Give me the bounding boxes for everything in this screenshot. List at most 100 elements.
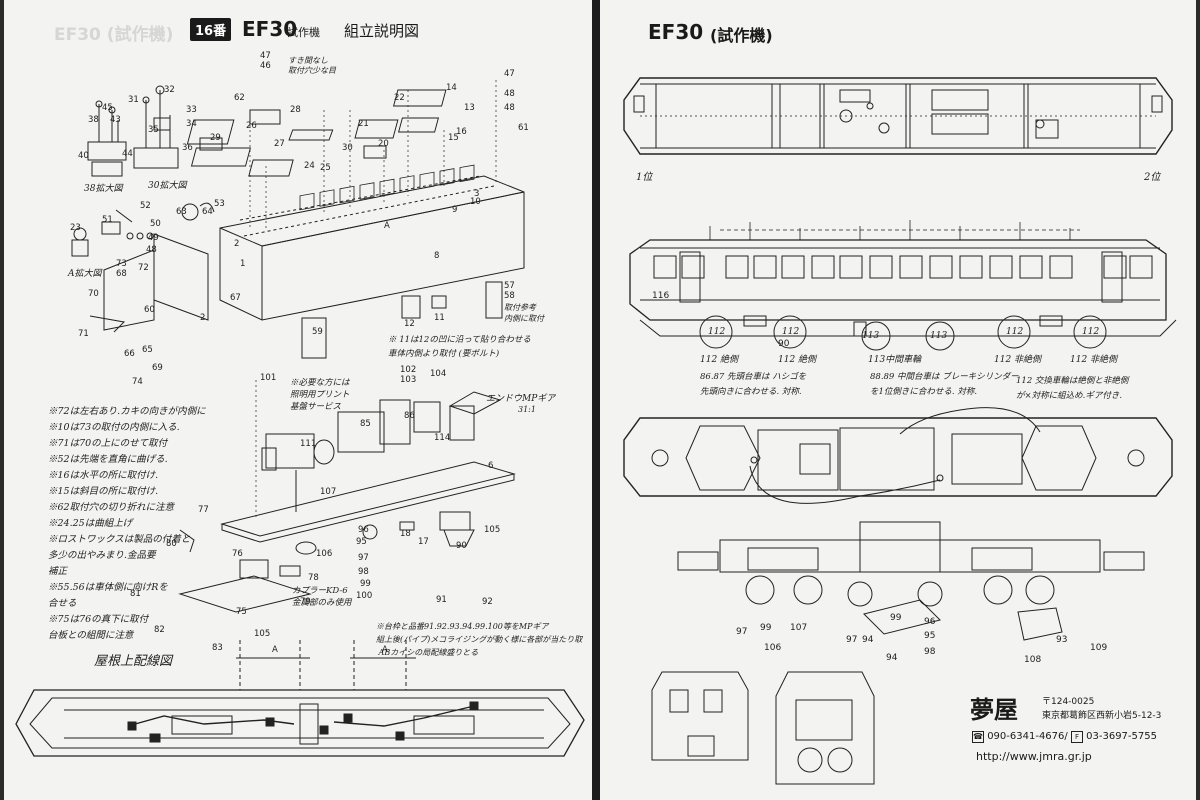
svg-text:13: 13	[464, 103, 475, 113]
truck-caption: 112 非絶側	[1070, 355, 1118, 365]
svg-text:85: 85	[360, 419, 371, 429]
svg-text:3: 3	[474, 189, 479, 199]
svg-text:76: 76	[232, 549, 243, 559]
svg-text:83: 83	[212, 643, 223, 653]
svg-text:105: 105	[254, 629, 270, 639]
svg-text:50: 50	[150, 219, 161, 229]
svg-text:69: 69	[152, 363, 163, 373]
maker-url[interactable]: http://www.jmra.gr.jp	[976, 750, 1092, 763]
svg-text:77: 77	[198, 505, 209, 515]
faint-header-title: EF30 (試作機)	[54, 25, 174, 45]
note-item: ※55.56は車体側に向けRを	[48, 582, 168, 593]
svg-text:48: 48	[504, 89, 515, 99]
phone-number: 090-6341-4676/	[987, 731, 1068, 742]
svg-text:103: 103	[400, 375, 416, 385]
note-item: ※72は左右あり.カキの向きが内側に	[48, 406, 206, 417]
svg-text:29: 29	[210, 133, 221, 143]
svg-text:26: 26	[246, 121, 257, 131]
svg-text:70: 70	[88, 289, 99, 299]
right-instruction-sheet: EF30 (試作機)	[600, 0, 1196, 800]
svg-text:95: 95	[356, 537, 367, 547]
svg-text:102: 102	[400, 365, 416, 375]
svg-text:47: 47	[260, 51, 271, 61]
maker-address: 東京都葛飾区西新小岩5-12-3	[1042, 711, 1162, 721]
svg-text:96: 96	[358, 525, 369, 535]
svg-text:90: 90	[778, 339, 790, 349]
svg-text:23: 23	[70, 223, 81, 233]
svg-text:97: 97	[846, 635, 857, 645]
model-suffix: 試作機	[287, 26, 320, 39]
svg-text:72: 72	[138, 263, 149, 273]
svg-text:101: 101	[260, 373, 276, 383]
wheel-note-middle-truck: 88.89 中間台車は ブレーキシリンダー を1位側きに合わせる. 対称.	[870, 372, 1019, 397]
svg-text:58: 58	[504, 291, 515, 301]
svg-text:2: 2	[200, 313, 205, 323]
note-item: 補正	[48, 566, 68, 577]
svg-text:33: 33	[186, 105, 197, 115]
svg-text:75: 75	[236, 607, 247, 617]
svg-text:46: 46	[260, 61, 271, 71]
truck-label: 113	[930, 331, 948, 341]
svg-text:44: 44	[122, 149, 133, 159]
svg-text:59: 59	[312, 327, 323, 337]
svg-text:108: 108	[1024, 655, 1041, 665]
svg-text:61: 61	[518, 123, 529, 133]
svg-text:52: 52	[140, 201, 151, 211]
svg-text:32: 32	[164, 85, 175, 95]
svg-text:2: 2	[234, 239, 239, 249]
truck-assembly-note: ※台枠と品番91.92.93.94.99.100等をMPギア 組上後(パイプ)メ…	[376, 622, 583, 657]
svg-text:53: 53	[214, 199, 225, 209]
svg-text:65: 65	[142, 345, 153, 355]
svg-text:25: 25	[320, 163, 331, 173]
svg-text:34: 34	[186, 119, 197, 129]
assembly-notes-list: ※72は左右あり.カキの向きが内側に ※10は73の取付の内側に入る. ※71は…	[48, 404, 206, 644]
svg-text:15: 15	[448, 133, 459, 143]
wheel-note-lead-truck: 86.87 先頭台車は ハシゴを 先頭向きに合わせる. 対称.	[700, 372, 807, 397]
svg-text:107: 107	[320, 487, 336, 497]
svg-text:96: 96	[924, 617, 936, 627]
svg-text:9: 9	[452, 205, 457, 215]
fax-number: 03-3697-5755	[1086, 731, 1157, 742]
svg-text:31: 31	[128, 95, 139, 105]
position-2-label: 2位	[1144, 172, 1161, 183]
svg-text:28: 28	[290, 105, 301, 115]
roof-wiring-title: 屋根上配線図	[94, 654, 173, 669]
svg-text:95: 95	[924, 631, 935, 641]
coupler-note: カプラーKD-6 金属部のみ使用	[292, 586, 352, 608]
body-mount-note: 取付参考 内側に取付	[504, 303, 544, 323]
model-name: EF30	[242, 17, 298, 41]
svg-text:66: 66	[124, 349, 135, 359]
svg-text:36: 36	[182, 143, 193, 153]
svg-text:94: 94	[886, 653, 898, 663]
postal-code: 〒124-0025	[1042, 697, 1095, 707]
detail-30-enlarged	[133, 85, 179, 169]
svg-text:12: 12	[404, 319, 415, 329]
svg-text:91: 91	[436, 595, 447, 605]
svg-text:92: 92	[482, 597, 493, 607]
svg-text:106: 106	[764, 643, 781, 653]
truck-caption: 113中間車輪	[868, 355, 922, 365]
phone-icon: ☎	[972, 731, 984, 743]
svg-text:98: 98	[358, 567, 369, 577]
gear-ratio-label: 31:1	[518, 405, 536, 414]
svg-text:6: 6	[488, 461, 493, 471]
truck-caption: 112 絶側	[778, 355, 817, 365]
left-instruction-sheet: EF30 (試作機) 16番 EF30 試作機 組立説明図 すき間なし 取付穴少…	[4, 0, 592, 800]
svg-text:111: 111	[300, 439, 316, 449]
svg-text:99: 99	[360, 579, 371, 589]
svg-text:11: 11	[434, 313, 445, 323]
position-1-label: 1位	[636, 172, 653, 183]
truck-label: 112	[1006, 327, 1024, 337]
maker-logo: 夢屋	[970, 695, 1018, 724]
note-item: ※10は73の取付の内側に入る.	[48, 422, 180, 433]
svg-text:16: 16	[456, 127, 467, 137]
svg-text:22: 22	[394, 93, 405, 103]
svg-text:107: 107	[790, 623, 807, 633]
svg-text:79: 79	[300, 597, 311, 607]
fax-icon: F	[1070, 731, 1083, 743]
svg-text:100: 100	[356, 591, 372, 601]
svg-text:105: 105	[484, 525, 500, 535]
truck-caption: 112 非絶側	[994, 355, 1042, 365]
